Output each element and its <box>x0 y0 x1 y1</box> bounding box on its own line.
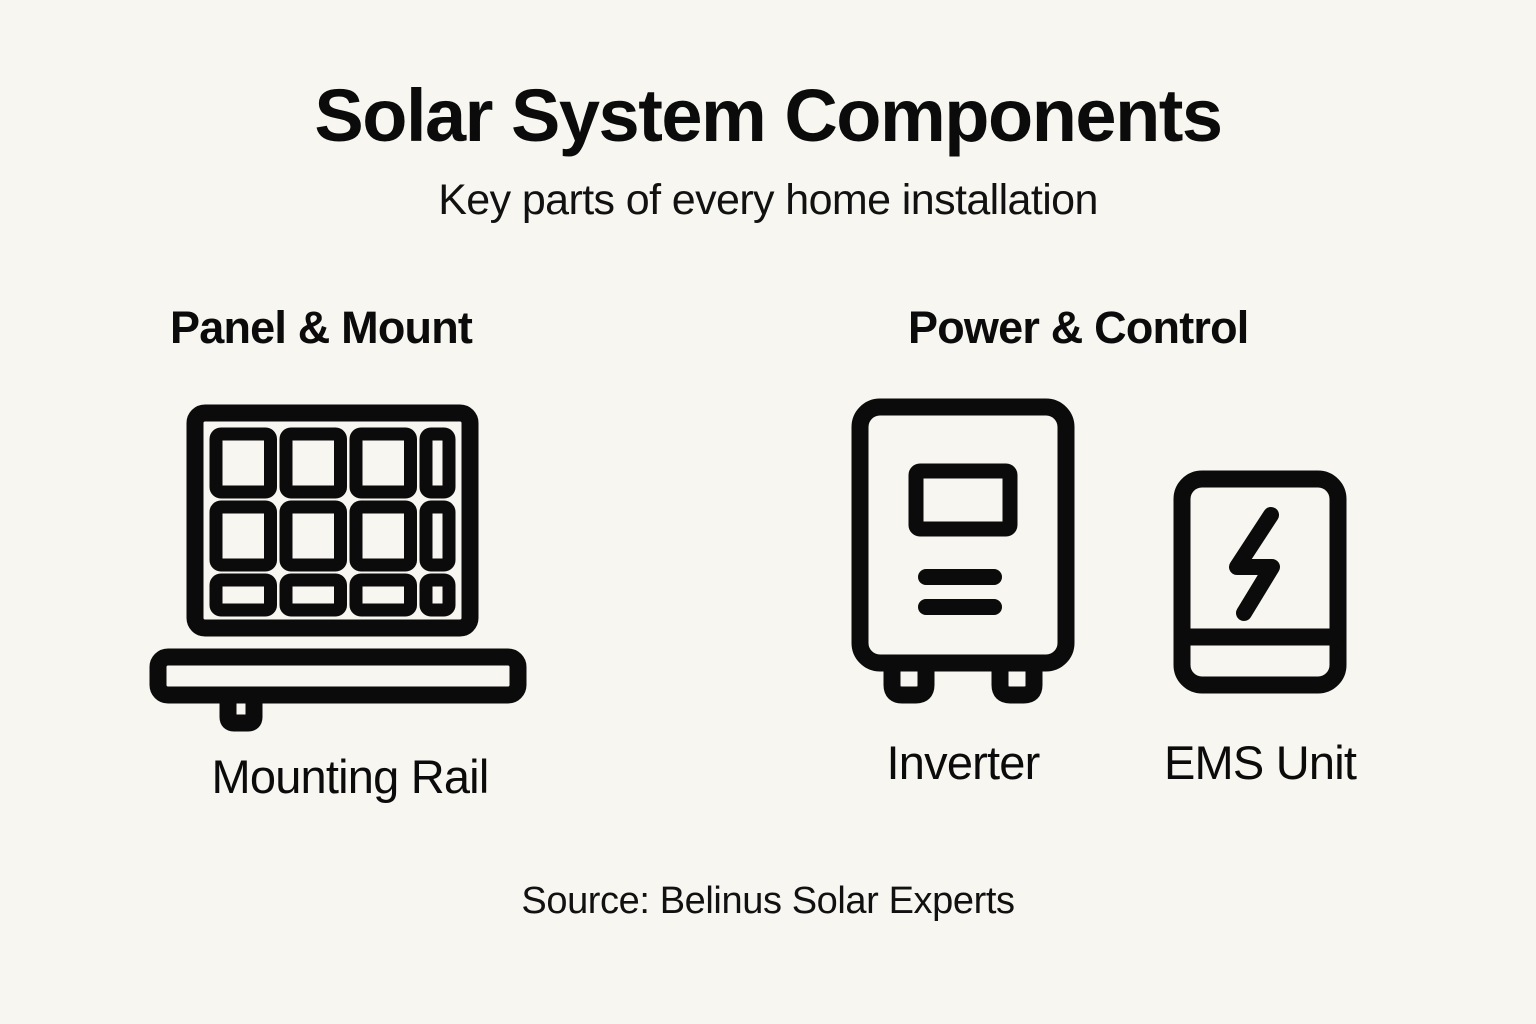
component-inverter[interactable]: Inverter <box>848 395 1078 786</box>
header: Solar System Components Key parts of eve… <box>0 74 1536 224</box>
inverter-leg-left <box>883 654 935 704</box>
group-items-power-control: Inverter EMS Unit <box>830 395 1357 789</box>
inverter-icon <box>851 398 1075 704</box>
group-heading-panel-mount: Panel & Mount <box>170 302 473 353</box>
page-subtitle: Key parts of every home installation <box>438 175 1098 224</box>
component-ems-unit[interactable]: EMS Unit <box>1164 467 1357 789</box>
component-mounting-rail[interactable]: Mounting Rail <box>149 395 550 803</box>
group-items-panel-mount: Mounting Rail <box>149 395 550 803</box>
group-heading-power-control: Power & Control <box>908 302 1249 353</box>
inverter-leg-right <box>991 654 1043 704</box>
lightning-bolt-icon <box>1229 507 1281 621</box>
group-panel-mount: Panel & Mount <box>149 302 710 800</box>
mounting-rail-foot <box>219 686 263 732</box>
component-label-mounting-rail: Mounting Rail <box>211 750 490 803</box>
component-label-ems-unit: EMS Unit <box>1164 736 1357 789</box>
inverter-display <box>908 463 1018 537</box>
panel-cells <box>209 427 456 617</box>
ems-unit-lightning-icon <box>1173 470 1347 694</box>
component-label-inverter: Inverter <box>886 736 1041 789</box>
solar-panel-with-rail-icon <box>149 404 527 732</box>
page-title: Solar System Components <box>314 74 1223 157</box>
group-power-control: Power & Control <box>830 302 1430 786</box>
panel-frame <box>186 404 479 637</box>
inverter-body <box>851 398 1075 672</box>
mounting-rail-bar <box>149 648 527 704</box>
source-attribution: Source: Belinus Solar Experts <box>521 880 1015 922</box>
ems-body <box>1173 470 1347 694</box>
components-columns: Panel & Mount <box>0 305 1536 845</box>
